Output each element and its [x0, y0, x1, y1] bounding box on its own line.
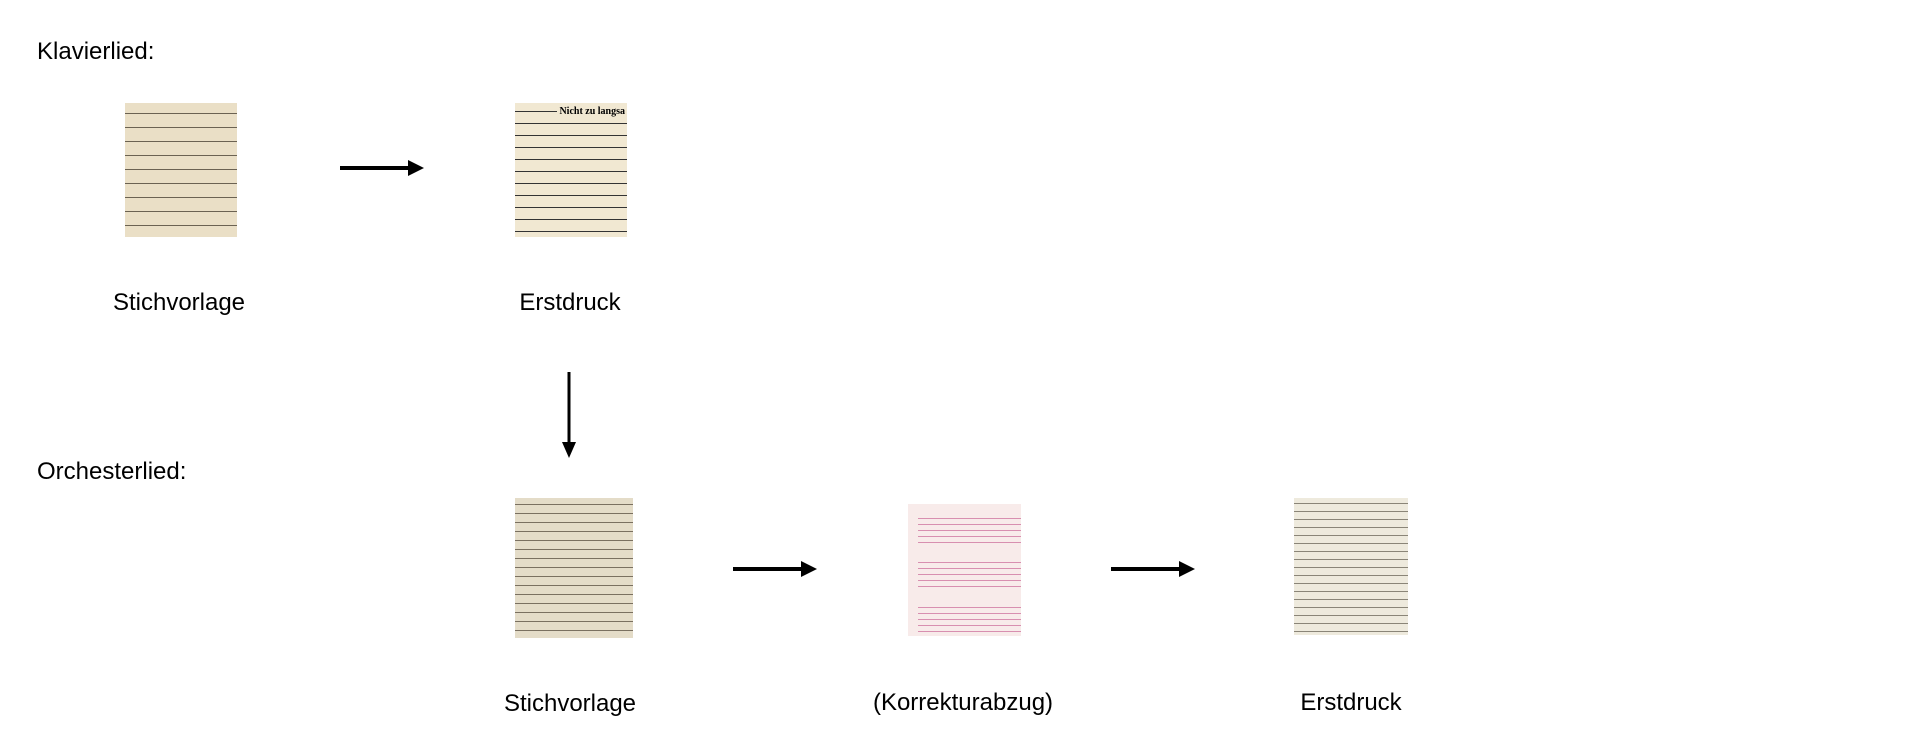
tempo-marking: Nicht zu langsa	[557, 106, 627, 117]
piano-first-print-image[interactable]: Nicht zu langsa	[515, 103, 627, 237]
arrow-right-icon	[1111, 561, 1195, 577]
caption-orch-engraver-copy: Stichvorlage	[503, 690, 637, 717]
caption-orch-proof: (Korrekturabzug)	[872, 689, 1054, 716]
orch-proof-placeholder-image[interactable]	[908, 504, 1021, 636]
arrow-down-icon	[562, 372, 576, 458]
caption-piano-first-print: Erstdruck	[519, 289, 621, 316]
caption-piano-engraver-copy: Stichvorlage	[112, 289, 246, 316]
orch-first-print-image[interactable]	[1294, 498, 1408, 635]
section-label-klavierlied: Klavierlied:	[37, 38, 155, 65]
piano-engraver-copy-image[interactable]	[125, 103, 237, 237]
arrow-right-icon	[340, 160, 424, 176]
orch-engraver-copy-image[interactable]	[515, 498, 633, 638]
arrow-right-icon	[733, 561, 817, 577]
caption-orch-first-print: Erstdruck	[1300, 689, 1402, 716]
section-label-orchesterlied: Orchesterlied:	[37, 458, 187, 485]
